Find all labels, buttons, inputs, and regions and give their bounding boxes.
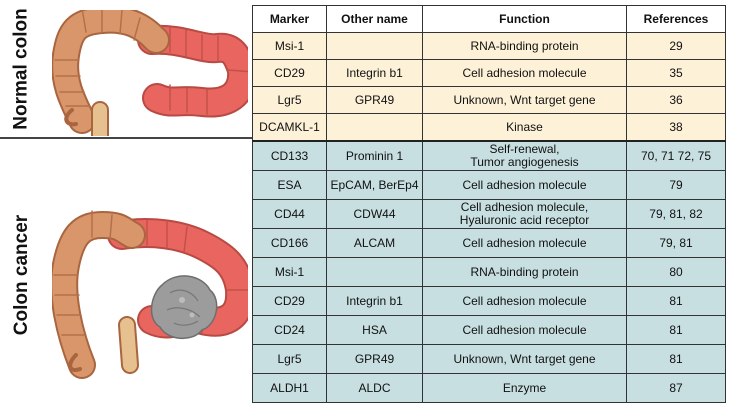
cell-references: 35	[626, 59, 726, 87]
colon-cancer-label-text: Colon cancer	[11, 214, 32, 335]
marker-table: Marker Other name Function References Ms…	[252, 5, 726, 403]
table-row: Msi-1 RNA-binding protein 29	[252, 32, 726, 60]
cell-other-name: Integrin b1	[326, 286, 423, 316]
header-function: Function	[422, 5, 627, 33]
cell-other-name: CDW44	[326, 199, 423, 229]
cell-references: 36	[626, 86, 726, 114]
cell-references: 38	[626, 113, 726, 142]
cell-other-name: Integrin b1	[326, 59, 423, 87]
cell-references: 70, 71 72, 75	[626, 140, 726, 171]
table-row: CD133 Prominin 1 Self-renewal, Tumor ang…	[252, 140, 726, 171]
cell-other-name: ALDC	[326, 373, 423, 403]
table-row: CD44 CDW44 Cell adhesion molecule, Hyalu…	[252, 199, 726, 229]
table-row: CD29 Integrin b1 Cell adhesion molecule …	[252, 286, 726, 316]
cell-function: Self-renewal, Tumor angiogenesis	[422, 140, 627, 171]
cell-function: Kinase	[422, 113, 627, 142]
normal-colon-label-text: Normal colon	[11, 7, 32, 130]
cell-function: Cell adhesion molecule	[422, 170, 627, 200]
table-header-row: Marker Other name Function References	[252, 5, 726, 33]
table-row: Lgr5 GPR49 Unknown, Wnt target gene 81	[252, 344, 726, 374]
cell-other-name	[326, 113, 423, 142]
cell-function: Unknown, Wnt target gene	[422, 86, 627, 114]
cell-references: 81	[626, 315, 726, 345]
tumor-mass	[150, 275, 218, 339]
cell-marker: ALDH1	[252, 373, 327, 403]
cell-function: RNA-binding protein	[422, 32, 627, 60]
cell-references: 79, 81, 82	[626, 199, 726, 229]
colon-cancer-label: Colon cancer	[0, 140, 44, 409]
cell-function: Cell adhesion molecule, Hyaluronic acid …	[422, 199, 627, 229]
cell-function: Cell adhesion molecule	[422, 315, 627, 345]
normal-colon-illustration	[52, 10, 248, 136]
cell-other-name: EpCAM, BerEp4	[326, 170, 423, 200]
cell-other-name: ALCAM	[326, 228, 423, 258]
cell-references: 80	[626, 257, 726, 287]
cell-other-name: GPR49	[326, 86, 423, 114]
cell-other-name	[326, 257, 423, 287]
table-row: Msi-1 RNA-binding protein 80	[252, 257, 726, 287]
normal-colon-label: Normal colon	[0, 0, 44, 137]
header-other-name: Other name	[326, 5, 423, 33]
cell-marker: Msi-1	[252, 257, 327, 287]
table-row: CD29 Integrin b1 Cell adhesion molecule …	[252, 59, 726, 87]
cell-marker: CD29	[252, 59, 327, 87]
cell-function: Cell adhesion molecule	[422, 59, 627, 87]
cell-function: Unknown, Wnt target gene	[422, 344, 627, 374]
table-row: DCAMKL-1 Kinase 38	[252, 113, 726, 142]
header-references: References	[626, 5, 726, 33]
cell-marker: CD166	[252, 228, 327, 258]
cell-references: 81	[626, 286, 726, 316]
cell-references: 87	[626, 373, 726, 403]
cell-references: 29	[626, 32, 726, 60]
section-divider	[0, 137, 252, 139]
cell-other-name: HSA	[326, 315, 423, 345]
table-row: CD24 HSA Cell adhesion molecule 81	[252, 315, 726, 345]
cell-function: Cell adhesion molecule	[422, 286, 627, 316]
colon-cancer-illustration	[52, 210, 248, 379]
header-marker: Marker	[252, 5, 327, 33]
cell-marker: CD133	[252, 140, 327, 171]
cell-function: Enzyme	[422, 373, 627, 403]
cell-marker: CD24	[252, 315, 327, 345]
table-row: ALDH1 ALDC Enzyme 87	[252, 373, 726, 403]
cell-other-name: GPR49	[326, 344, 423, 374]
cell-references: 81	[626, 344, 726, 374]
cell-marker: CD29	[252, 286, 327, 316]
table-row: CD166 ALCAM Cell adhesion molecule 79, 8…	[252, 228, 726, 258]
cell-marker: Msi-1	[252, 32, 327, 60]
table-row: ESA EpCAM, BerEp4 Cell adhesion molecule…	[252, 170, 726, 200]
cell-other-name: Prominin 1	[326, 140, 423, 171]
cell-marker: CD44	[252, 199, 327, 229]
cell-marker: ESA	[252, 170, 327, 200]
cell-marker: Lgr5	[252, 86, 327, 114]
cell-function: Cell adhesion molecule	[422, 228, 627, 258]
cell-other-name	[326, 32, 423, 60]
cell-references: 79, 81	[626, 228, 726, 258]
cell-function: RNA-binding protein	[422, 257, 627, 287]
cell-marker: Lgr5	[252, 344, 327, 374]
table-row: Lgr5 GPR49 Unknown, Wnt target gene 36	[252, 86, 726, 114]
cell-references: 79	[626, 170, 726, 200]
cell-marker: DCAMKL-1	[252, 113, 327, 142]
